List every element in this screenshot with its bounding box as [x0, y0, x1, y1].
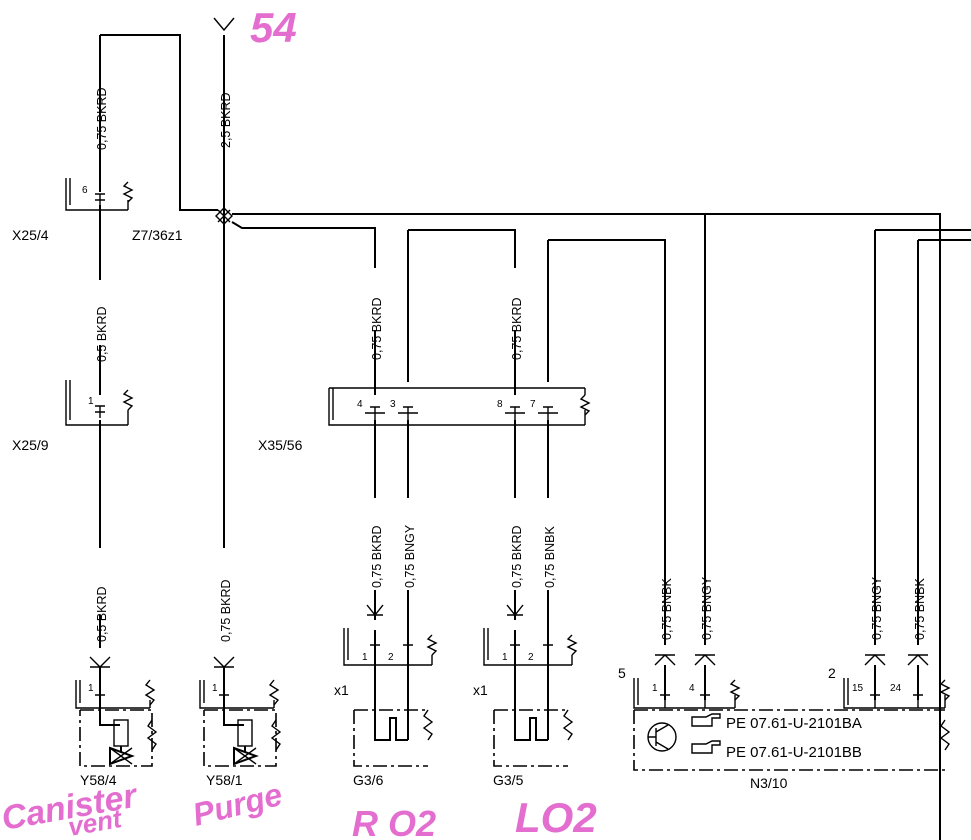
component-label: Y58/1: [206, 772, 243, 788]
control-unit-n3-10: [633, 654, 951, 771]
pin-label: 5: [618, 665, 626, 681]
pin-label: 4: [357, 399, 363, 410]
pin-label: 2: [528, 652, 534, 663]
component-labels: X25/4 Z7/36z1 X25/9 X35/56 x1 x1 Y58/4 Y…: [12, 227, 862, 791]
component-label: Y58/4: [80, 772, 117, 788]
valve-y58-1: [199, 656, 282, 767]
connector-x35-56: [328, 330, 591, 498]
wire-label: 0,75 BNGY: [403, 524, 417, 588]
pin-label: 1: [88, 683, 94, 694]
pin-label: 15: [852, 683, 864, 694]
reference-text: PE 07.61-U-2101BA: [726, 715, 862, 732]
annotation-ro2: R O2: [352, 803, 436, 840]
pin-label: 1: [88, 396, 94, 407]
pin-label: 1: [212, 683, 218, 694]
connector-label: X25/9: [12, 437, 49, 453]
connector-label: x1: [473, 682, 488, 698]
component-label: N3/10: [750, 775, 788, 791]
wire-label: 0,75 BNGY: [870, 576, 884, 640]
pin-label: 6: [82, 185, 88, 196]
annotation-54: 54: [250, 4, 297, 51]
wire-label: 0,75 BKRD: [219, 579, 233, 642]
wire-label: 0,75 BNBK: [913, 577, 927, 640]
junction-z7: [215, 207, 233, 225]
wire-label: 2,5 BKRD: [219, 92, 233, 148]
component-label: G3/5: [493, 772, 524, 788]
connector-label: X35/56: [258, 437, 303, 453]
wire-label: 0,75 BKRD: [95, 87, 109, 150]
pin-label: 24: [890, 683, 902, 694]
x25-chain: [65, 35, 134, 648]
wire-label: 0,75 BNBK: [660, 577, 674, 640]
component-label: G3/6: [353, 772, 384, 788]
pin-label: 1: [502, 652, 508, 663]
wire-label: 0,75 BNBK: [543, 525, 557, 588]
top-wiring: [100, 17, 971, 840]
valve-y58-4: [75, 656, 158, 767]
annotation-lo2: LO2: [515, 794, 597, 840]
reference-text: PE 07.61-U-2101BB: [726, 744, 862, 761]
handwritten-annotations: 54 Canister vent Purge R O2 LO2: [0, 4, 597, 840]
pin-label: 1: [362, 652, 368, 663]
wire-label: 0,75 BNGY: [700, 576, 714, 640]
sensor-g3-5: [483, 590, 578, 767]
wire-label: 0,75 BKRD: [370, 297, 384, 360]
wire-label: 0,75 BKRD: [370, 525, 384, 588]
pin-label: 8: [497, 399, 503, 410]
connector-label: x1: [334, 682, 349, 698]
pointing-hand-icon: [691, 740, 721, 754]
wire-label: 0,75 BKRD: [510, 525, 524, 588]
pin-label: 3: [390, 399, 396, 410]
pin-label: 2: [828, 665, 836, 681]
sensor-g3-6: [343, 590, 438, 767]
pin-label: 7: [530, 399, 536, 410]
connector-label: X25/4: [12, 227, 49, 243]
pin-label: 4: [689, 683, 695, 694]
pin-label: 2: [388, 652, 394, 663]
pin-labels: 6 1 4 3 8 7 1 2 1 2 1 1 5 2 1 4 15 24: [82, 185, 902, 694]
wire-label: 0,5 BKRD: [95, 306, 109, 362]
wire-label: 0,75 BKRD: [510, 297, 524, 360]
wire-label: 0,5 BKRD: [95, 586, 109, 642]
wire-labels: 0,75 BKRD 2,5 BKRD 0,5 BKRD 0,5 BKRD 0,7…: [95, 87, 927, 642]
pointing-hand-icon: [691, 713, 721, 727]
connector-label: Z7/36z1: [132, 227, 183, 243]
pin-label: 1: [652, 683, 658, 694]
